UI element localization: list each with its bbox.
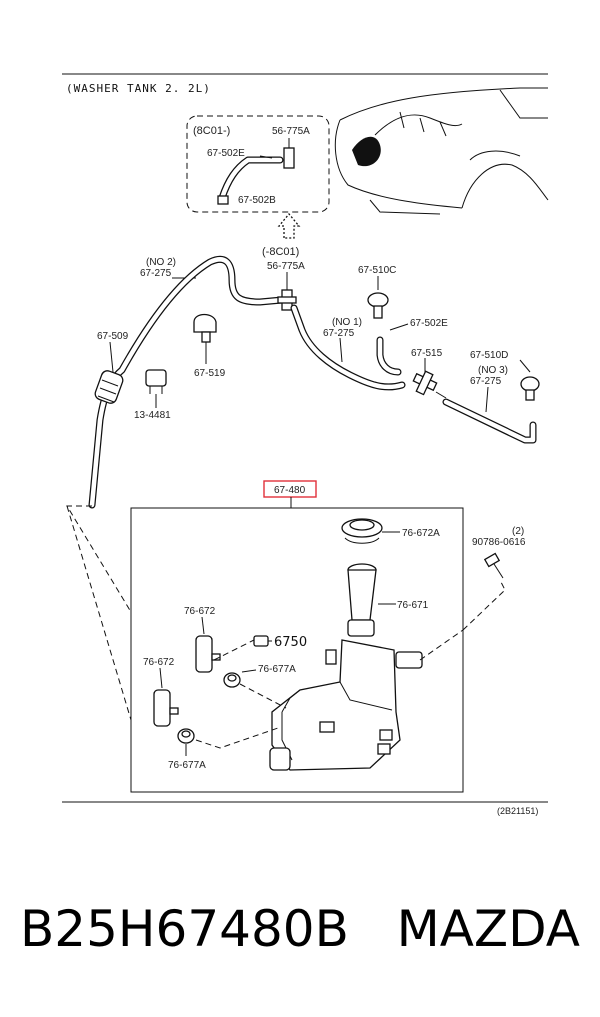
washer-pump-a-icon [195, 635, 221, 673]
tank-assembly-frame [130, 507, 464, 793]
check-valve-icon [283, 147, 295, 169]
tank-cap-76-672A-icon [341, 518, 383, 544]
figure-code: (2B21151) [497, 806, 538, 816]
label-no1: (NO 1) [332, 317, 362, 328]
label-no3: (NO 3) [478, 365, 508, 376]
label-67-509: 67-509 [97, 331, 129, 342]
label-67-510C: 67-510C [358, 265, 396, 276]
label-67-502E-mid: 67-502E [410, 318, 448, 329]
label-76-672-b: 76-672 [143, 657, 175, 668]
diagram-title: (WASHER TANK 2. 2L) [66, 82, 211, 95]
label-67-519: 67-519 [194, 368, 226, 379]
highlight-67-480 [263, 480, 317, 498]
label-67-480: 67-480 [274, 485, 306, 496]
small-hose-67-502E [376, 336, 402, 376]
label-67-515: 67-515 [411, 348, 443, 359]
label-no2: (NO 2) [146, 257, 176, 268]
bolt-90786-0616-icon [483, 552, 504, 579]
label-67-275-c: 67-275 [470, 376, 502, 387]
hose-to-tank-dash [66, 505, 132, 613]
clip-13-4481-icon [145, 369, 167, 408]
corrugated-sleeve-67-509 [94, 370, 124, 404]
inset-ref-label: (-8C01) [262, 246, 299, 258]
hose-no1 [290, 304, 406, 391]
label-67-502E-top: 67-502E [207, 148, 245, 159]
label-76-672-a: 76-672 [184, 606, 216, 617]
label-76-677A-b: 76-677A [168, 760, 206, 771]
label-76-671: 76-671 [397, 600, 429, 611]
washer-pump-b-icon [153, 689, 179, 727]
washer-nozzle-d-icon [520, 376, 540, 401]
t-joint-67-515-icon [412, 370, 447, 399]
inset-hose [217, 138, 295, 205]
label-90786-0616: 90786-0616 [472, 537, 526, 548]
connector-6750-icon [253, 635, 272, 647]
label-6750: 6750 [274, 635, 307, 650]
brand-name: MAZDA [396, 900, 580, 958]
label-67-275-a: 67-275 [140, 268, 172, 279]
clip-67-519-icon [193, 313, 217, 364]
joint-56-775A-icon [277, 272, 297, 311]
part-number: B25H67480B [19, 900, 349, 958]
label-76-672A: 76-672A [402, 528, 440, 539]
tank-mount-bracket [395, 651, 423, 669]
grommet-76-677A-a-icon [223, 672, 241, 688]
label-qty2: (2) [512, 526, 524, 537]
washer-tank-body [269, 639, 423, 771]
label-56-775A-top: 56-775A [272, 126, 310, 137]
grommet-76-677A-b-icon [177, 728, 195, 744]
label-67-510D: 67-510D [470, 350, 508, 361]
hose-no3 [442, 398, 537, 444]
inset-arrow-icon [277, 212, 301, 239]
label-67-275-b: 67-275 [323, 328, 355, 339]
filler-neck-76-671 [347, 563, 377, 637]
inset-box [186, 115, 330, 213]
washer-tank-location-icon [352, 136, 381, 167]
washer-nozzle-c-icon [367, 292, 389, 319]
label-76-677A-a: 76-677A [258, 664, 296, 675]
inset-label: (8C01-) [193, 125, 230, 137]
label-56-775A-mid: 56-775A [267, 261, 305, 272]
vehicle-silhouette [334, 87, 549, 215]
label-67-502B: 67-502B [238, 195, 276, 206]
part-caption: B25H67480B MAZDA [0, 900, 600, 958]
label-13-4481: 13-4481 [134, 410, 171, 421]
